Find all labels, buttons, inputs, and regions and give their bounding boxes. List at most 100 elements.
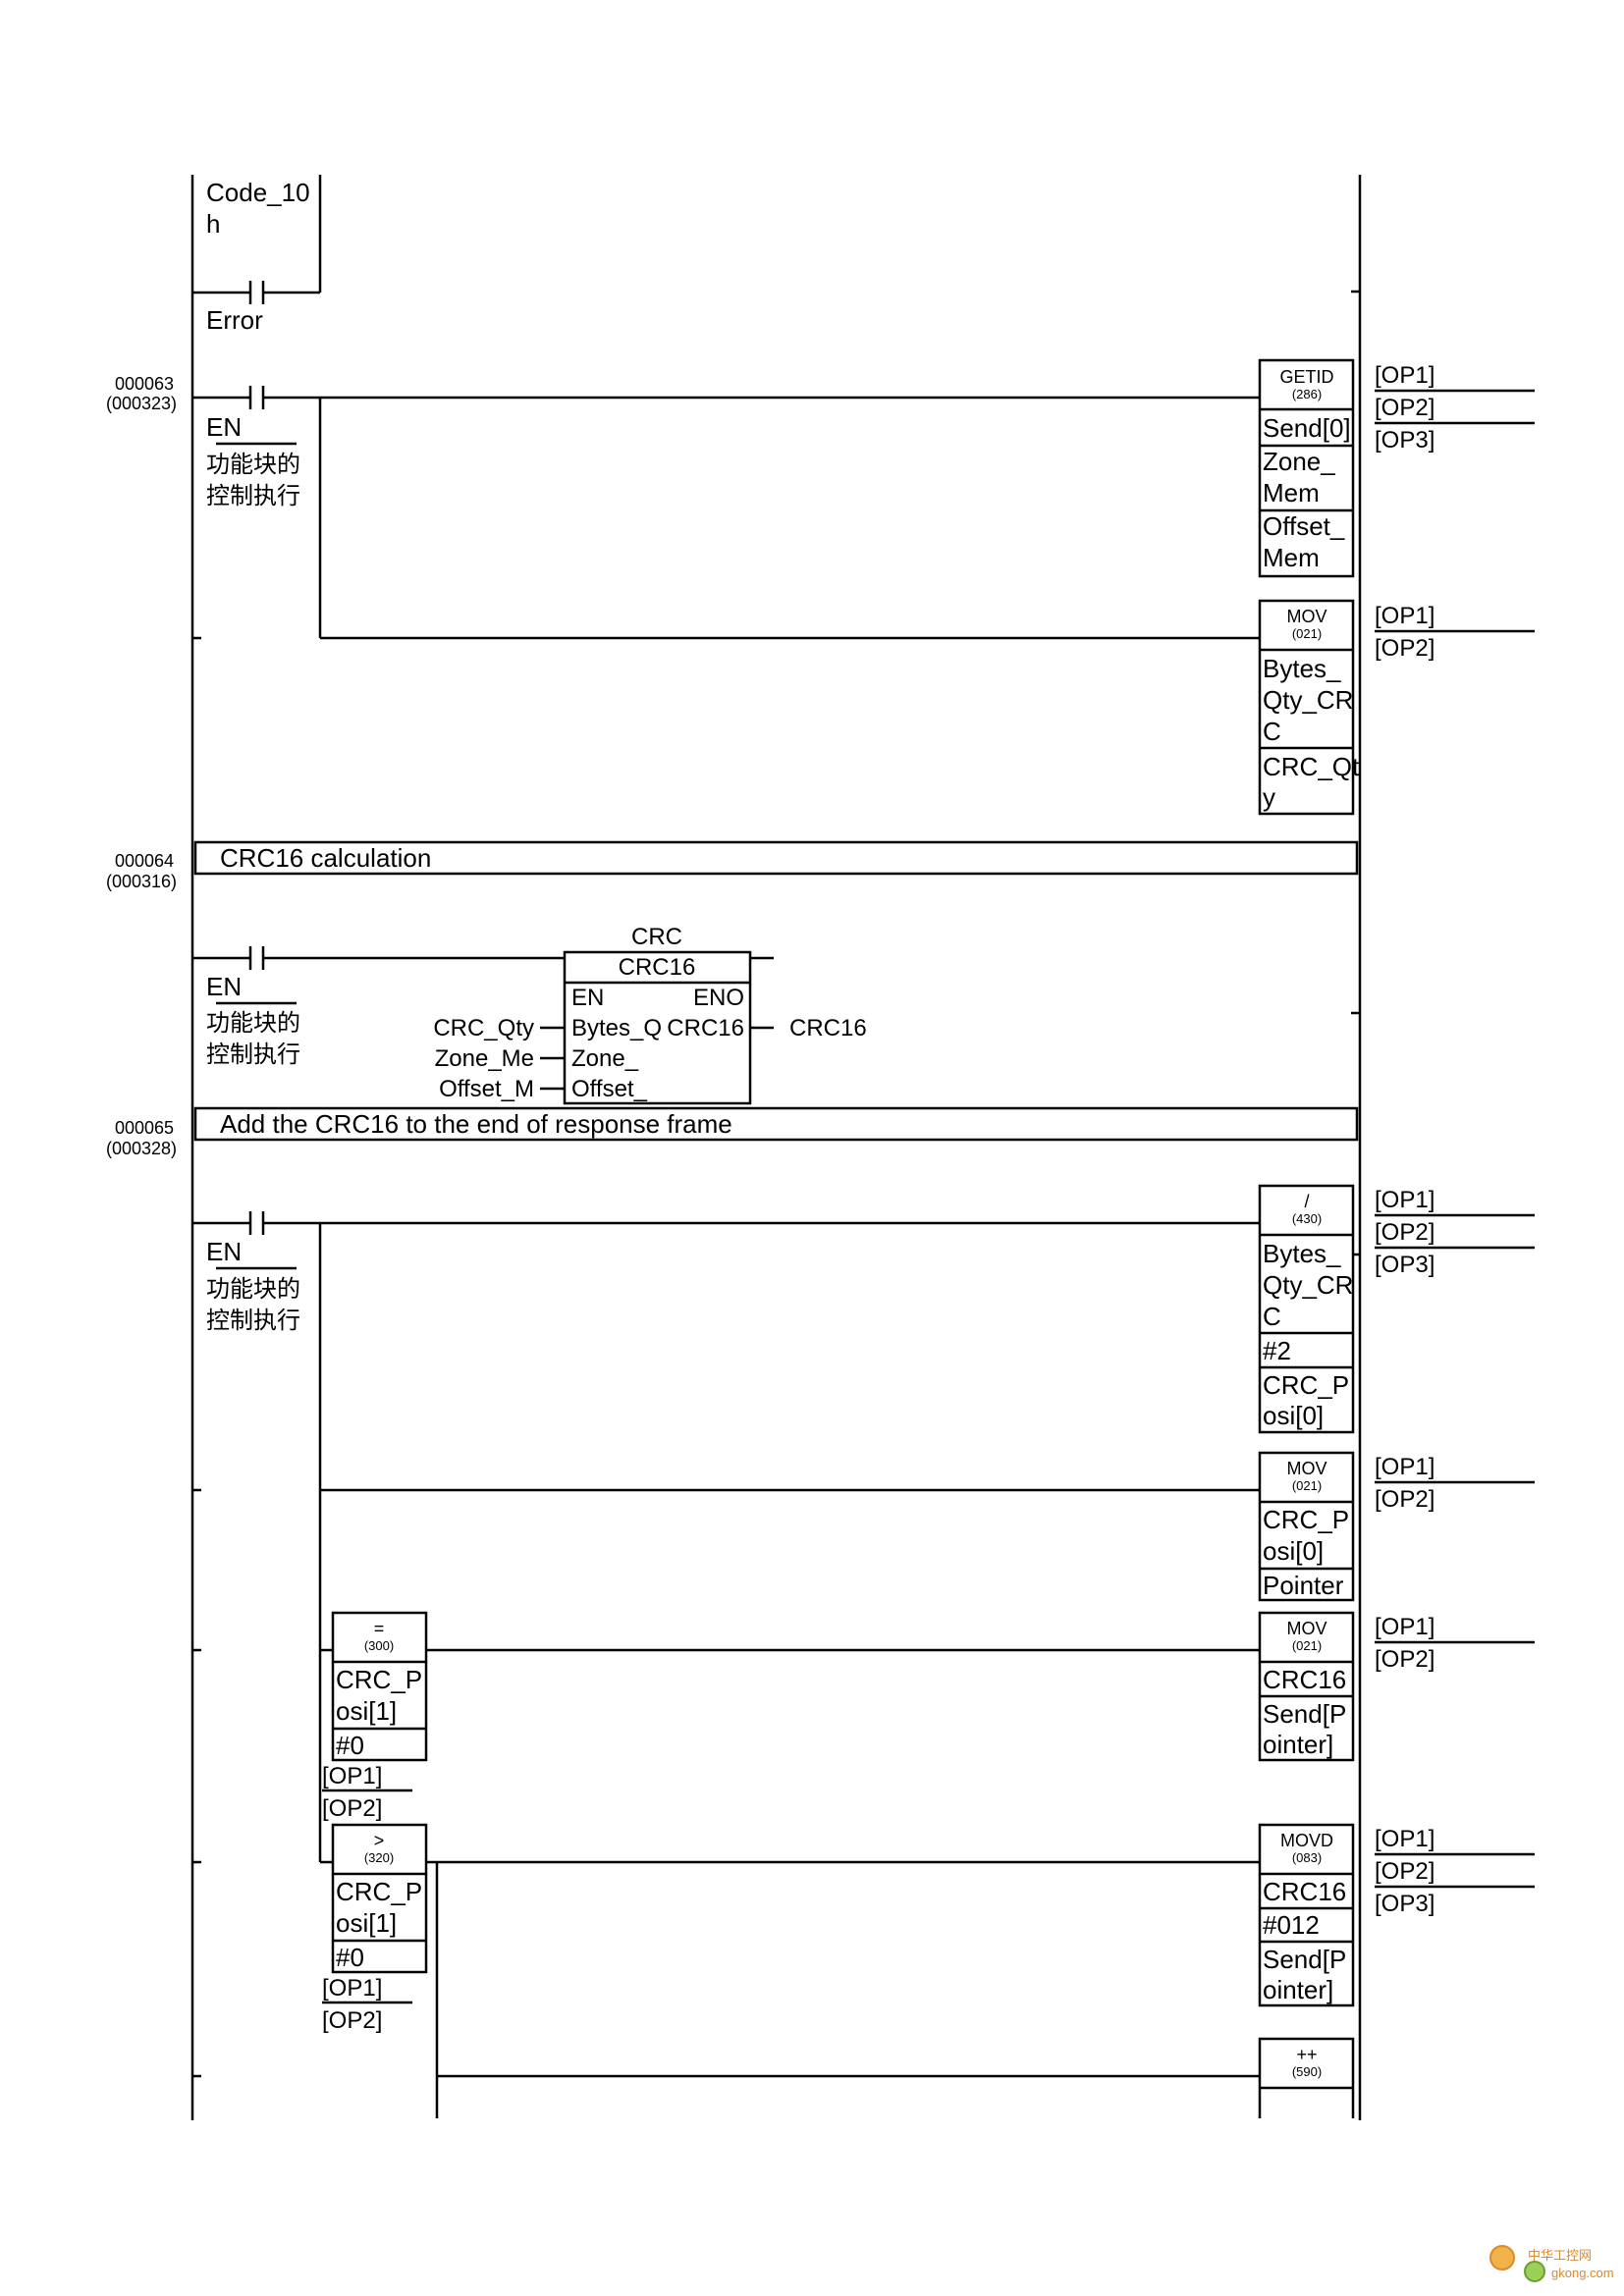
operand-2: #0 bbox=[336, 1943, 364, 1972]
instr-code: (021) bbox=[1292, 626, 1322, 641]
instr-name: = bbox=[374, 1619, 385, 1638]
operand-2-line2: ointer] bbox=[1263, 1730, 1333, 1759]
instr-name: MOV bbox=[1286, 1619, 1326, 1638]
contact-comment-line2: 控制执行 bbox=[206, 1307, 300, 1334]
rung-address: (000328) bbox=[106, 1139, 177, 1158]
operand-2-line1: Zone_ bbox=[1263, 447, 1335, 476]
divide-box bbox=[1258, 1184, 1355, 1434]
instr-code: (021) bbox=[1292, 1638, 1322, 1653]
contact-code10h-label-line1: Code_10 bbox=[206, 178, 310, 207]
instr-name: MOV bbox=[1286, 1459, 1326, 1478]
compare-equal-instruction: = (300) CRC_P osi[1] #0 bbox=[331, 1611, 428, 1762]
mov-instruction-2: MOV (021) CRC16 Send[P ointer] bbox=[1258, 1611, 1355, 1762]
operand-2-line2: y bbox=[1263, 782, 1275, 812]
op-label: [OP1] bbox=[1375, 362, 1435, 389]
rung-number: 000064 bbox=[115, 851, 174, 871]
op-label: [OP2] bbox=[1375, 395, 1435, 421]
instr-code: (286) bbox=[1292, 387, 1322, 401]
getid-instruction: GETID (286) Send[0] Zone_ Mem Offset_ Me… bbox=[1258, 358, 1355, 578]
op-label: [OP2] bbox=[1375, 1219, 1435, 1246]
contact-comment-line1: 功能块的 bbox=[206, 1009, 300, 1037]
op-label: [OP2] bbox=[1375, 1858, 1435, 1885]
operand-1-line3: C bbox=[1263, 1302, 1281, 1331]
operand-2-line1: Send[P bbox=[1263, 1699, 1346, 1729]
op-label: [OP1] bbox=[1375, 1454, 1435, 1480]
instr-name: GETID bbox=[1279, 367, 1333, 387]
operand-1-line2: Qty_CR bbox=[1263, 685, 1353, 715]
op-label: [OP1] bbox=[1375, 1614, 1435, 1640]
increment-instruction: ++ (590) bbox=[1258, 2037, 1355, 2118]
rung-comment-box bbox=[193, 1106, 1359, 1142]
op-label: [OP1] bbox=[1375, 603, 1435, 629]
rung-comment: CRC16 calculation bbox=[220, 843, 431, 873]
operand-1-line2: osi[1] bbox=[336, 1908, 397, 1938]
instr-code: (083) bbox=[1292, 1850, 1322, 1865]
mov-instruction-1: MOV (021) CRC_P osi[0] Pointer bbox=[1258, 1451, 1355, 1602]
contact-comment-line2: 控制执行 bbox=[206, 1041, 300, 1068]
rung-address: (000323) bbox=[106, 394, 177, 413]
fb-type-name: CRC16 bbox=[619, 954, 696, 981]
operand-2: #0 bbox=[336, 1731, 364, 1760]
operand-1: Send[0] bbox=[1263, 413, 1351, 443]
operand-1-line2: Qty_CR bbox=[1263, 1270, 1353, 1300]
fb-input-bytes-q: Bytes_Q bbox=[571, 1015, 662, 1041]
contact-en-label: EN bbox=[206, 412, 242, 442]
fb-output-crc16: CRC16 bbox=[667, 1015, 744, 1041]
rung-000063: 000063 (000323) EN 功能块的 控制执行 GETID (286)… bbox=[106, 358, 1535, 816]
compare-greater-instruction: > (320) CRC_P osi[1] #0 bbox=[331, 1823, 428, 1974]
fb-var-crc-qty: CRC_Qty bbox=[433, 1015, 534, 1041]
operand-1-line1: CRC_P bbox=[336, 1877, 422, 1906]
op-label: [OP2] bbox=[1375, 1486, 1435, 1513]
contact-comment-line1: 功能块的 bbox=[206, 451, 300, 478]
op-label: [OP1] bbox=[322, 1975, 382, 2002]
watermark: 中华工控网 gkong.com bbox=[1489, 2245, 1614, 2282]
instr-code: (430) bbox=[1292, 1211, 1322, 1226]
operand-3-line1: Send[P bbox=[1263, 1945, 1346, 1974]
op-label: [OP1] bbox=[1375, 1187, 1435, 1213]
contact-en-label: EN bbox=[206, 1237, 242, 1266]
contact-code10h-label-line2: h bbox=[206, 209, 220, 239]
op-label: [OP3] bbox=[1375, 427, 1435, 454]
rung-address: (000316) bbox=[106, 872, 177, 891]
rung-comment-box bbox=[193, 840, 1359, 876]
rung-number: 000065 bbox=[115, 1118, 174, 1138]
rung-top-continuation: Code_10 h Error bbox=[192, 175, 322, 335]
operand-1-line3: C bbox=[1263, 717, 1281, 746]
instr-name: > bbox=[374, 1831, 385, 1850]
instr-code: (021) bbox=[1292, 1478, 1322, 1493]
fb-instance-name: CRC bbox=[631, 924, 682, 950]
fb-var-offset-m: Offset_M bbox=[439, 1076, 534, 1102]
mov-box bbox=[1258, 599, 1355, 816]
operand-1: CRC16 bbox=[1263, 1877, 1346, 1906]
instr-code: (300) bbox=[364, 1638, 394, 1653]
operand-1-line1: CRC_P bbox=[1263, 1505, 1349, 1534]
operand-1-line1: Bytes_ bbox=[1263, 654, 1341, 683]
rung-000065: 000065 (000328) Add the CRC16 to the end… bbox=[106, 1106, 1535, 2118]
op-label: [OP1] bbox=[322, 1763, 382, 1789]
instr-name: / bbox=[1304, 1192, 1309, 1211]
op-label: [OP2] bbox=[1375, 1646, 1435, 1673]
gear-icon bbox=[1524, 2261, 1545, 2282]
fb-input-en: EN bbox=[571, 985, 604, 1011]
op-label: [OP2] bbox=[322, 1795, 382, 1822]
op-label: [OP1] bbox=[1375, 1826, 1435, 1852]
op-label: [OP2] bbox=[322, 2007, 382, 2034]
operand-2-line1: CRC_Qt bbox=[1263, 752, 1360, 781]
compare-box bbox=[331, 1823, 428, 1974]
contact-en-label: EN bbox=[206, 972, 242, 1001]
instr-name: MOV bbox=[1286, 607, 1326, 626]
watermark-url: gkong.com bbox=[1551, 2266, 1614, 2280]
operand-1-line1: CRC_P bbox=[336, 1665, 422, 1694]
rung-number: 000063 bbox=[115, 374, 174, 394]
op-label: [OP3] bbox=[1375, 1252, 1435, 1278]
divide-instruction: / (430) Bytes_ Qty_CR C #2 CRC_P osi[0] bbox=[1258, 1184, 1355, 1434]
fb-input-offset: Offset_ bbox=[571, 1076, 648, 1102]
instr-code: (320) bbox=[364, 1850, 394, 1865]
getid-box bbox=[1258, 358, 1355, 578]
operand-1: CRC16 bbox=[1263, 1665, 1346, 1694]
instr-code: (590) bbox=[1292, 2064, 1322, 2079]
increment-box bbox=[1258, 2037, 1355, 2118]
op-label: [OP3] bbox=[1375, 1891, 1435, 1917]
movd-box bbox=[1258, 1823, 1355, 2007]
fb-input-zone: Zone_ bbox=[571, 1045, 639, 1072]
